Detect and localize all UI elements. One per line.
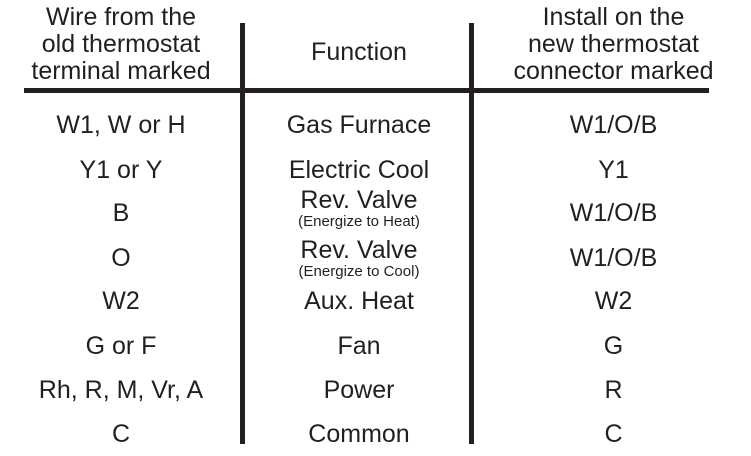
header-function: Function	[247, 39, 471, 66]
column-divider-2	[469, 23, 474, 444]
header-line: terminal marked	[31, 57, 211, 85]
function-label: Rev. Valve	[300, 236, 418, 264]
cell-new-connector: R	[604, 376, 623, 404]
cell-old-terminal: C	[111, 420, 131, 448]
cell-new-connector: W1/O/B	[569, 244, 658, 272]
cell-function: Gas Furnace	[286, 111, 432, 139]
function-label: Rev. Valve	[300, 186, 418, 214]
cell-new-connector: W2	[594, 287, 633, 315]
cell-new-connector: G	[603, 332, 624, 360]
cell-function: Fan	[337, 332, 381, 360]
cell-new-connector: W1/O/B	[569, 111, 658, 139]
cell-old-terminal: G or F	[85, 332, 157, 360]
header-divider	[24, 88, 709, 93]
function-note: (Energize to Heat)	[298, 213, 420, 230]
cell-new-connector: W1/O/B	[569, 199, 658, 227]
cell-function: Aux. Heat	[304, 287, 414, 315]
cell-function: Rev. Valve (Energize to Cool)	[247, 236, 471, 280]
header-line: Wire from the	[45, 3, 197, 31]
header-line: connector marked	[513, 57, 714, 85]
column-divider-1	[240, 23, 245, 444]
header-line: Install on the	[542, 3, 685, 31]
cell-old-terminal: Rh, R, M, Vr, A	[38, 376, 204, 404]
cell-new-connector: C	[604, 420, 623, 448]
cell-old-terminal: W2	[102, 287, 140, 315]
header-new-connector: Install on the new thermostat connector …	[476, 4, 751, 85]
cell-new-connector: Y1	[598, 156, 629, 184]
cell-old-terminal: O	[111, 244, 131, 272]
cell-function: Common	[308, 420, 410, 448]
cell-old-terminal: B	[112, 199, 130, 227]
function-note: (Energize to Cool)	[298, 263, 420, 280]
header-line: old thermostat	[41, 30, 201, 58]
cell-function: Power	[323, 376, 395, 404]
cell-old-terminal: Y1 or Y	[79, 156, 163, 184]
cell-old-terminal: W1, W or H	[56, 111, 186, 139]
cell-function: Electric Cool	[288, 156, 430, 184]
cell-function: Rev. Valve (Energize to Heat)	[247, 186, 471, 230]
header-line: Function	[311, 38, 407, 66]
header-line: new thermostat	[528, 30, 699, 58]
header-old-terminal: Wire from the old thermostat terminal ma…	[0, 4, 242, 85]
